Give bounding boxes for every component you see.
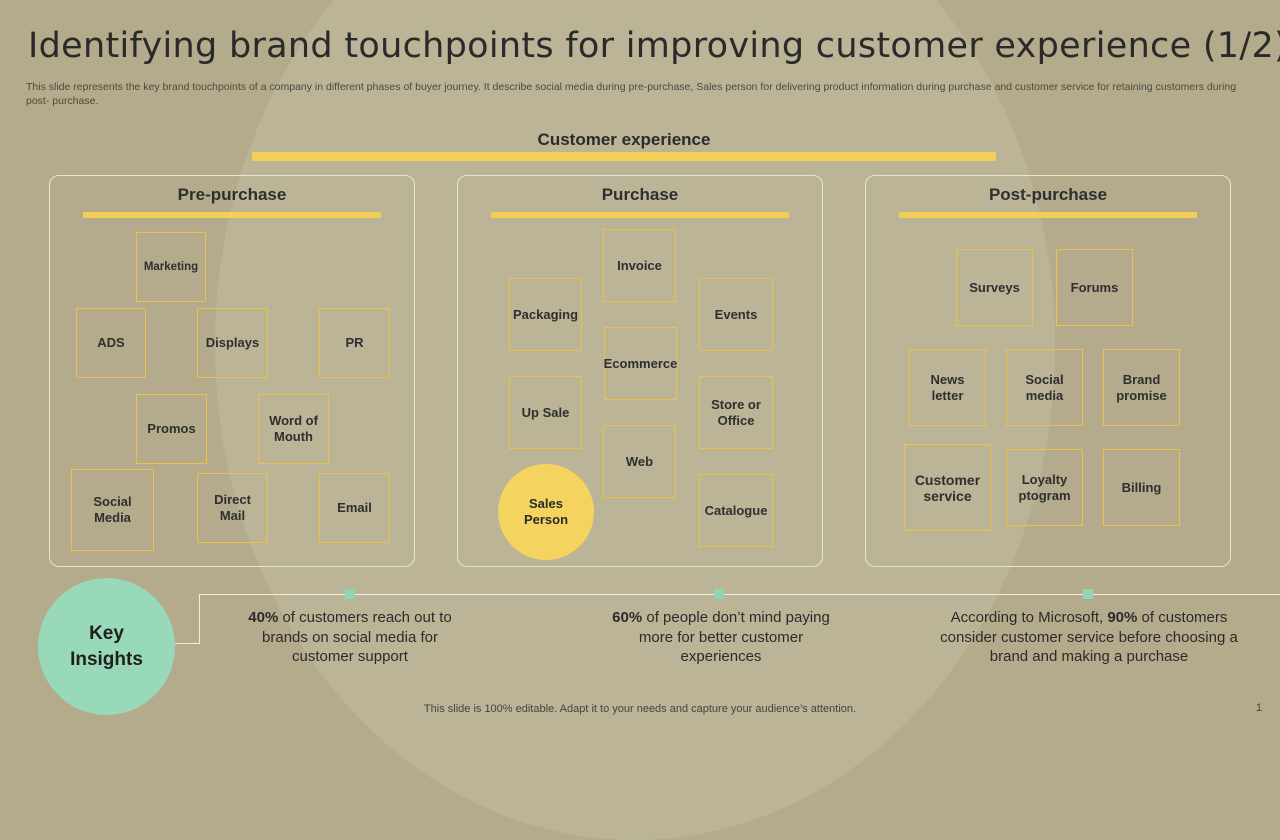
insights-connector-vertical [199, 594, 200, 644]
touchpoint-ads: ADS [76, 308, 146, 378]
purchase-title: Purchase [601, 185, 679, 204]
customer-experience-heading: Customer experience [537, 130, 711, 149]
touchpoint-forums: Forums [1056, 249, 1133, 326]
touchpoint-up-sale: Up Sale [509, 376, 582, 449]
touchpoint-loyalty-program: Loyalty ptogram [1006, 449, 1083, 526]
insight-marker-2 [714, 589, 724, 599]
post-purchase-bar [899, 212, 1197, 218]
touchpoint-ecommerce: Ecommerce [604, 327, 677, 400]
insight-3: According to Microsoft, 90% of customers… [940, 609, 1238, 665]
insight-marker-3 [1083, 589, 1093, 599]
post-purchase-panel: Post-purchase Surveys Forums News letter… [865, 175, 1231, 567]
touchpoint-billing: Billing [1103, 449, 1180, 526]
touchpoint-social-media: Social Media [71, 469, 154, 551]
touchpoint-sales-person: Sales Person [498, 464, 594, 560]
touchpoint-invoice: Invoice [603, 229, 676, 302]
touchpoint-pr: PR [319, 308, 390, 378]
pre-purchase-bar [83, 212, 381, 218]
touchpoint-brand-promise: Brand promise [1103, 349, 1180, 426]
insights-connector-line [199, 594, 1280, 595]
touchpoint-store-or-office: Store or Office [699, 376, 773, 449]
touchpoint-newsletter: News letter [909, 349, 986, 426]
pre-purchase-title: Pre-purchase [177, 185, 287, 204]
touchpoint-web: Web [603, 425, 676, 498]
insight-1: 40% of customers reach out to brands on … [248, 609, 452, 665]
purchase-bar [491, 212, 789, 218]
insight-3-stat: 90% [1107, 609, 1138, 626]
touchpoint-catalogue: Catalogue [699, 474, 773, 547]
touchpoint-social-media: Social media [1006, 349, 1083, 426]
insight-2-stat: 60% [612, 609, 643, 626]
key-insights-circle: Key Insights [38, 578, 175, 715]
post-purchase-title: Post-purchase [988, 185, 1108, 204]
page-title: Identifying brand touchpoints for improv… [28, 26, 1280, 66]
page-number: 1 [1255, 702, 1262, 714]
page-subtitle: This slide represents the key brand touc… [26, 81, 1237, 107]
insight-1-stat: 40% [248, 609, 279, 626]
touchpoint-events: Events [699, 278, 773, 351]
insights-connector-left [175, 643, 200, 644]
touchpoint-packaging: Packaging [509, 278, 582, 351]
touchpoint-displays: Displays [197, 308, 268, 378]
touchpoint-marketing: Marketing [136, 232, 206, 302]
pre-purchase-panel: Pre-purchase Marketing ADS Displays PR P… [49, 175, 415, 567]
touchpoint-direct-mail: Direct Mail [197, 473, 268, 543]
touchpoint-promos: Promos [136, 394, 207, 464]
touchpoint-surveys: Surveys [956, 249, 1033, 326]
touchpoint-word-of-mouth: Word of Mouth [258, 394, 329, 464]
insight-2: 60% of people don’t mind paying more for… [612, 609, 830, 665]
customer-experience-bar [252, 152, 996, 161]
touchpoint-customer-service: Customer service [904, 444, 991, 531]
background-circle [215, 0, 1055, 840]
insight-marker-1 [345, 589, 355, 599]
footer-note: This slide is 100% editable. Adapt it to… [423, 703, 857, 715]
touchpoint-email: Email [319, 473, 390, 543]
purchase-panel: Purchase Invoice Packaging Events Ecomme… [457, 175, 823, 567]
